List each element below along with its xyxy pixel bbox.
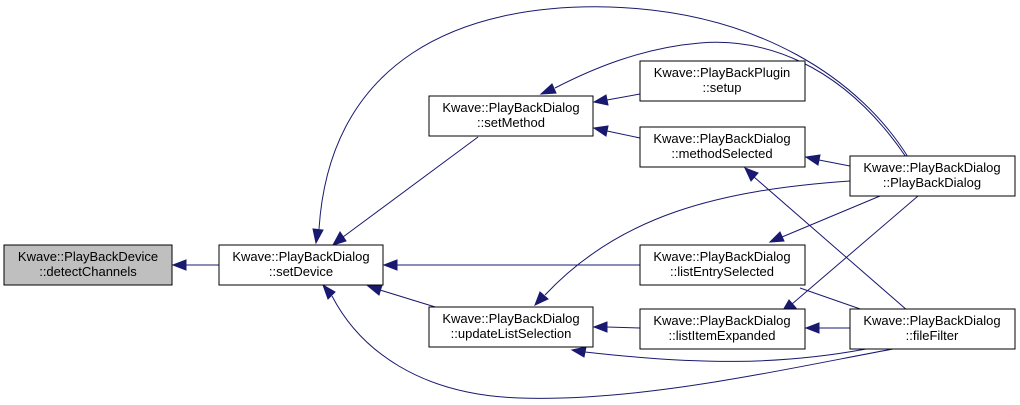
node-file-filter[interactable]: Kwave::PlayBackDialog ::fileFilter	[849, 308, 1016, 350]
edge-playbackdialog-to-listentry	[781, 195, 881, 238]
arrowhead-setdevice-from-playbackdialog	[312, 228, 324, 245]
arrowhead-detectchannels	[171, 259, 187, 271]
node-list-item-expanded[interactable]: Kwave::PlayBackDialog ::listItemExpanded	[639, 308, 806, 350]
node-box	[218, 244, 384, 286]
arrowhead-updatelist-from-filefilter	[570, 346, 587, 358]
arrowhead-listitemexpanded-from-filefilter	[804, 322, 820, 334]
node-box	[639, 126, 806, 168]
arrowhead-setdevice-from-updatelist	[366, 284, 383, 296]
node-label-method: ::listItemExpanded	[669, 328, 776, 343]
node-label-class: Kwave::PlayBackDevice	[18, 249, 158, 264]
edge-playbackdialog-to-setdevice	[318, 6, 909, 230]
node-box	[849, 308, 1016, 350]
node-detect-channels[interactable]: Kwave::PlayBackDevice ::detectChannels	[3, 244, 173, 286]
node-label-class: Kwave::PlayBackDialog	[232, 249, 369, 264]
node-box	[849, 155, 1016, 197]
node-label-method: ::updateListSelection	[451, 326, 572, 341]
edge-playbackdialog-to-methodselected	[818, 159, 851, 167]
node-playback-dialog-constructor[interactable]: Kwave::PlayBackDialog ::PlayBackDialog	[849, 155, 1016, 197]
node-label-class: Kwave::PlayBackDialog	[863, 160, 1000, 175]
node-label-class: Kwave::PlayBackDialog	[863, 313, 1000, 328]
edge-playbackdialog-to-updatelist	[544, 180, 851, 296]
node-label-method: ::setDevice	[269, 264, 333, 279]
edge-filefilter-to-methodselected	[753, 176, 909, 312]
node-label-class: Kwave::PlayBackDialog	[653, 131, 790, 146]
node-plugin-setup[interactable]: Kwave::PlayBackPlugin ::setup	[639, 60, 806, 102]
node-label-method: ::PlayBackDialog	[883, 175, 981, 190]
arrowhead-setmethod-from-plugin	[592, 94, 609, 106]
node-box	[428, 306, 594, 348]
node-label-method: ::detectChannels	[39, 264, 137, 279]
node-label-method: ::methodSelected	[671, 146, 772, 161]
node-label-class: Kwave::PlayBackDialog	[442, 311, 579, 326]
edge-setmethod-to-setdevice	[342, 136, 479, 238]
node-list-entry-selected[interactable]: Kwave::PlayBackDialog ::listEntrySelecte…	[639, 244, 806, 286]
edge-pluginsetup-to-setmethod	[606, 93, 641, 101]
arrowhead-setmethod-from-playbackdialog	[539, 83, 557, 95]
node-method-selected[interactable]: Kwave::PlayBackDialog ::methodSelected	[639, 126, 806, 168]
node-box	[3, 244, 173, 286]
node-box	[639, 308, 806, 350]
arrowhead-updatelist-from-listitemexpanded	[592, 321, 608, 333]
arrowhead-setdevice-from-listentry	[382, 259, 398, 271]
node-label-method: ::setup	[702, 80, 741, 95]
node-box	[639, 60, 806, 102]
edge-playbackdialog-to-listitemexpanded	[791, 195, 919, 305]
edge-filefilter-to-setdevice	[331, 295, 894, 399]
node-label-class: Kwave::PlayBackDialog	[653, 313, 790, 328]
node-set-method[interactable]: Kwave::PlayBackDialog ::setMethod	[428, 95, 594, 137]
node-box	[639, 244, 806, 286]
arrowhead-setdevice-from-filefilter	[322, 283, 336, 300]
arrowhead-updatelist-from-playbackdialog	[534, 291, 549, 306]
node-label-method: ::fileFilter	[906, 328, 959, 343]
node-set-device[interactable]: Kwave::PlayBackDialog ::setDevice	[218, 244, 384, 286]
node-label-class: Kwave::PlayBackDialog	[442, 100, 579, 115]
node-box	[428, 95, 594, 137]
arrowhead-setdevice-from-setmethod	[331, 231, 347, 246]
edge-playbackdialog-to-setmethod	[554, 41, 907, 158]
node-label-method: ::listEntrySelected	[670, 264, 774, 279]
arrowhead-methodselected-from-filefilter	[744, 167, 759, 182]
node-label-class: Kwave::PlayBackDialog	[653, 249, 790, 264]
edge-methodselected-to-setmethod	[606, 130, 641, 139]
node-label-method: ::setMethod	[477, 115, 545, 130]
edge-filefilter-to-updatelist	[584, 348, 867, 362]
node-label-class: Kwave::PlayBackPlugin	[654, 65, 791, 80]
edge-listitemexpanded-to-updatelist	[606, 326, 641, 329]
node-update-list-selection[interactable]: Kwave::PlayBackDialog ::updateListSelect…	[428, 306, 594, 348]
arrowhead-listentry-from-playbackdialog	[768, 231, 785, 243]
graph-edges	[171, 6, 919, 399]
arrowhead-methodselected-from-playbackdialog	[804, 154, 821, 166]
edge-listentry-to-filefilter	[799, 287, 867, 312]
arrowhead-setmethod-from-methodselected	[592, 125, 609, 137]
